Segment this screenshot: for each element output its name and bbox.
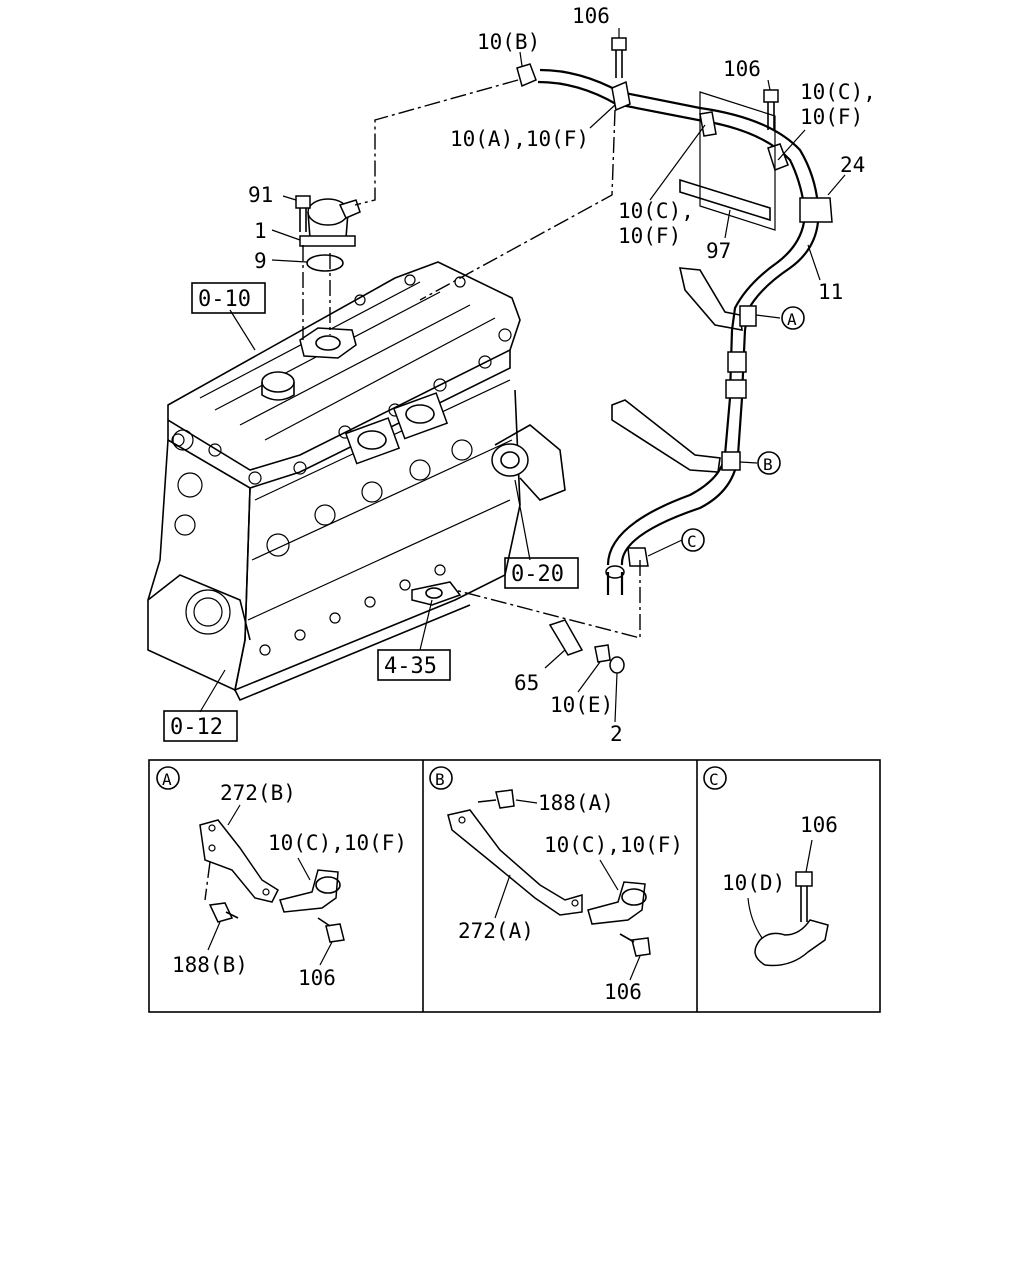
detail-a-272b: 272(B): [220, 781, 296, 805]
label-10c-comma: 10(C),: [800, 80, 876, 104]
label-97: 97: [706, 239, 731, 263]
ref-box-0-10: [191, 282, 266, 314]
detail-a: A 272(B) 10(C),10(F) 188(B) 106: [156, 766, 407, 990]
part-labels: 106 10(B) 10(A),10(F) 106 10(C), 10(F) 2…: [248, 4, 876, 746]
ref-box-4-35: [377, 649, 451, 681]
callout-markers: A B C: [681, 306, 805, 552]
detail-b-272a: 272(A): [458, 919, 534, 943]
detail-b: B 188(A) 10(C),10(F) 272(A) 106: [429, 766, 683, 1004]
detail-a-106: 106: [298, 966, 336, 990]
label-9: 9: [254, 249, 267, 273]
label-106-top: 106: [572, 4, 610, 28]
label-10e: 10(E): [550, 693, 613, 717]
leader-lines: [199, 28, 846, 723]
detail-b-106: 106: [604, 980, 642, 1004]
ref-box-0-20-label: 0-20: [511, 562, 564, 587]
detail-c-letter: C: [709, 770, 719, 789]
label-1: 1: [254, 219, 267, 243]
ref-box-0-12: [163, 710, 238, 742]
detail-c-10d: 10(D): [722, 871, 785, 895]
assembly-lines: [302, 79, 641, 639]
ref-box-0-20: [504, 557, 579, 589]
detail-b-letter: B: [435, 770, 445, 789]
detail-a-188b: 188(B): [172, 953, 248, 977]
label-2: 2: [610, 722, 623, 746]
detail-c: C 106 10(D): [703, 766, 838, 967]
label-106-right: 106: [723, 57, 761, 81]
detail-a-letter: A: [162, 770, 172, 789]
label-10a-10f: 10(A),10(F): [450, 127, 589, 151]
callout-b: B: [763, 455, 773, 474]
callout-c: C: [687, 532, 697, 551]
label-10c-mid: 10(C),: [618, 199, 694, 223]
detail-c-106: 106: [800, 813, 838, 837]
label-91: 91: [248, 183, 273, 207]
engine-block: [147, 261, 566, 702]
label-10f-a: 10(F): [800, 105, 863, 129]
detail-b-188a: 188(A): [538, 791, 614, 815]
callout-a: A: [787, 310, 797, 329]
label-24: 24: [840, 153, 865, 177]
ref-box-0-10-label: 0-10: [198, 287, 251, 312]
label-10b: 10(B): [477, 30, 540, 54]
reference-boxes: 0-10 0-20 4-35 0-12: [163, 282, 579, 742]
detail-a-10c10f: 10(C),10(F): [268, 831, 407, 855]
label-65: 65: [514, 671, 539, 695]
ref-box-4-35-label: 4-35: [384, 654, 437, 679]
label-10f-mid: 10(F): [618, 224, 681, 248]
detail-panels: [148, 759, 881, 1013]
label-11: 11: [818, 280, 843, 304]
detail-b-10c10f: 10(C),10(F): [544, 833, 683, 857]
ref-box-0-12-label: 0-12: [170, 715, 223, 740]
